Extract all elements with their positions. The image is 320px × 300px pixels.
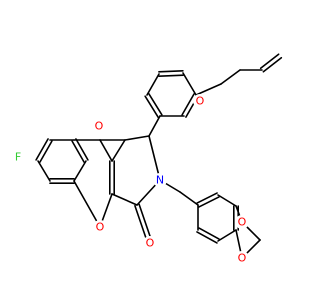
- double-bond-line: [198, 196, 220, 208]
- double-bond-line: [198, 227, 220, 240]
- single-bond: [111, 139, 126, 162]
- molecule-structure: O F O O N O O O: [11, 53, 283, 265]
- atom-fluorine: F: [11, 150, 25, 164]
- atom-label-ketone-oxygen: O: [95, 120, 104, 133]
- atom-ring-oxygen: O: [93, 220, 107, 234]
- double-bond-line: [39, 140, 53, 163]
- double-bond-line: [158, 74, 184, 77]
- double-bond-line: [148, 93, 163, 116]
- single-bond: [73, 180, 101, 228]
- double-bond-line: [75, 138, 89, 161]
- double-bond-line: [196, 231, 218, 244]
- single-bond: [148, 115, 161, 137]
- atom-dioxole-oxygen-1: O: [235, 215, 249, 229]
- single-bond: [182, 72, 197, 96]
- single-bond: [37, 160, 51, 182]
- single-bond: [124, 135, 150, 141]
- double-bond-line: [196, 192, 218, 204]
- double-bond-line: [134, 204, 149, 245]
- double-bond-line: [138, 203, 153, 244]
- double-bond-line: [35, 138, 49, 161]
- single-bond: [220, 69, 241, 85]
- double-bond-line: [71, 140, 85, 163]
- single-bond: [73, 160, 87, 182]
- single-bond: [195, 83, 222, 96]
- single-bond: [217, 194, 237, 207]
- single-bond: [179, 191, 199, 206]
- single-bond: [99, 139, 113, 162]
- double-bond-line: [262, 56, 283, 73]
- atom-label-dioxole-oxygen-2: O: [238, 252, 247, 265]
- atom-label-dioxole-oxygen-1: O: [238, 216, 247, 229]
- atom-lactam-oxygen: O: [143, 236, 157, 250]
- single-bond: [111, 193, 138, 206]
- double-bond-line: [144, 95, 159, 118]
- single-bond: [146, 73, 160, 96]
- atom-ether-oxygen: O: [193, 94, 207, 108]
- atom-label-layer: O F O O N O O O: [11, 94, 249, 265]
- atom-ketone-oxygen: O: [92, 119, 106, 133]
- atom-label-ether-oxygen: O: [196, 95, 205, 108]
- atom-label-nitrogen: N: [156, 174, 164, 187]
- atom-label-ring-oxygen: O: [96, 221, 105, 234]
- atom-nitrogen: N: [153, 173, 167, 187]
- single-bond: [217, 229, 237, 242]
- atom-label-fluorine: F: [15, 151, 21, 164]
- double-bond-line: [181, 93, 195, 116]
- atom-dioxole-oxygen-2: O: [235, 251, 249, 265]
- double-bond-line: [158, 70, 184, 73]
- double-bond-line: [259, 53, 280, 70]
- single-bond: [148, 135, 161, 181]
- atom-label-lactam-oxygen: O: [146, 237, 155, 250]
